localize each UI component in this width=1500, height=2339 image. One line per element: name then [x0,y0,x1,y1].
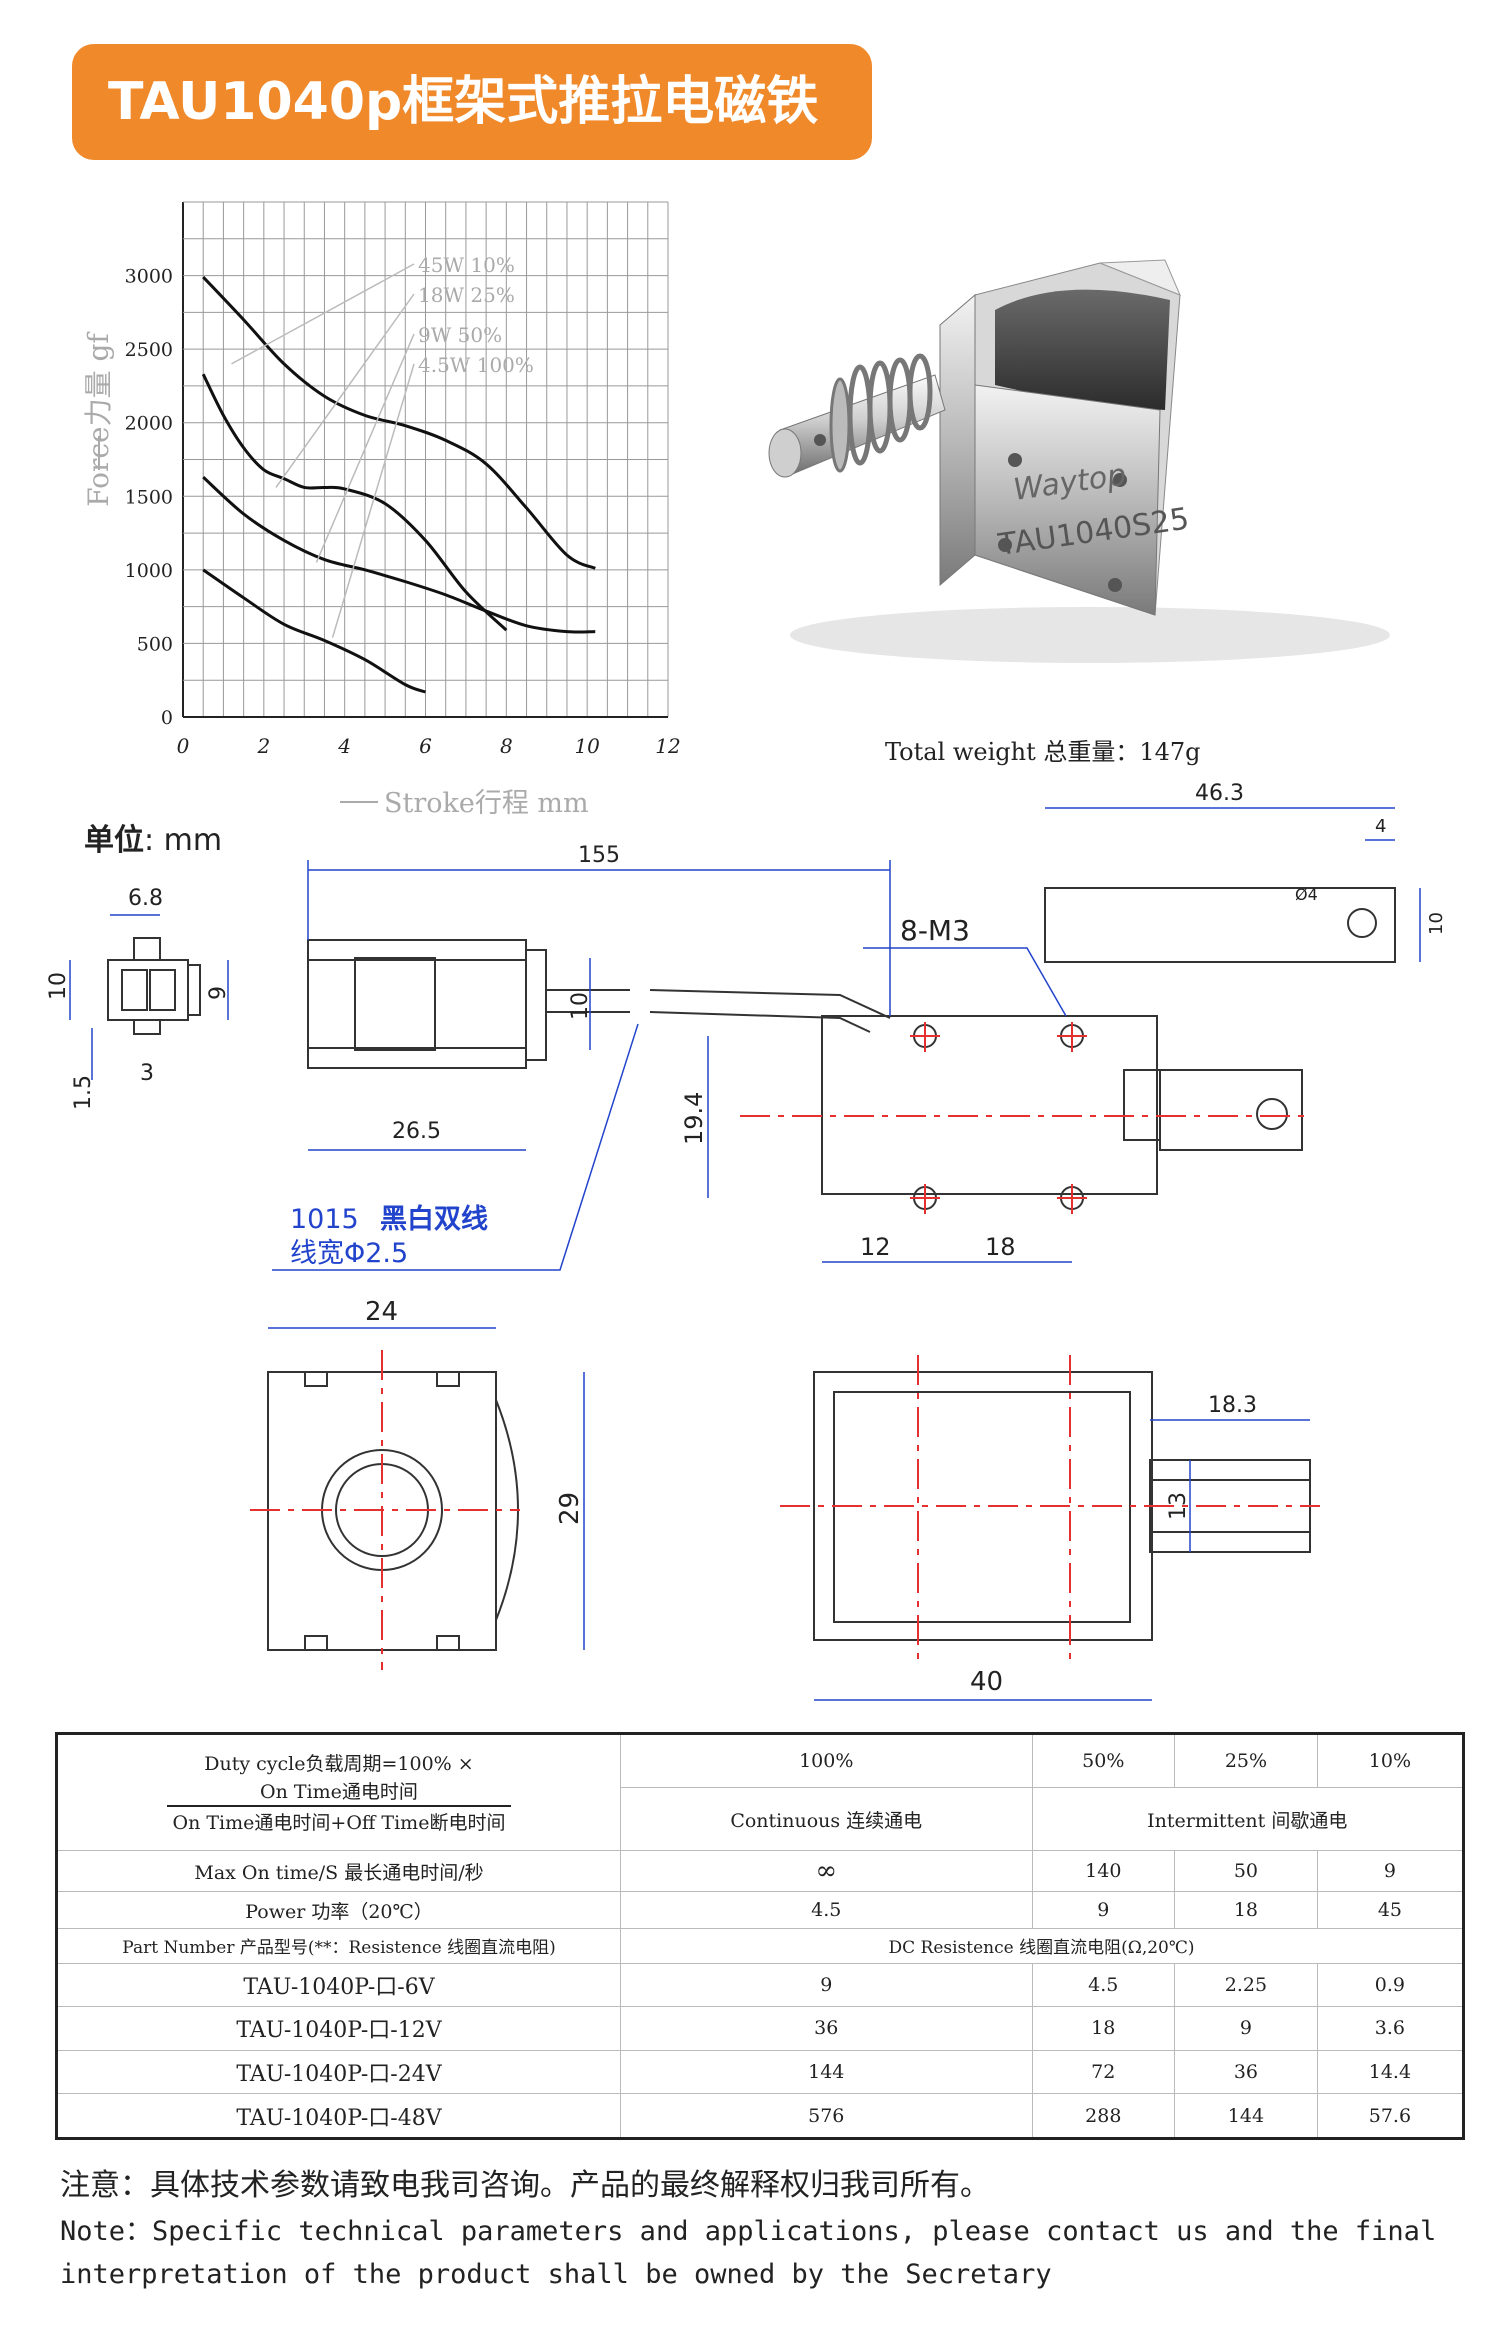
legend-leader [275,293,415,488]
legend-entry: 9W 50% [418,323,502,347]
legend-entry: 45W 10% [418,253,515,277]
chart-series [201,276,596,694]
x-tick-label: 12 [655,734,680,758]
table-row: Part Number 产品型号(**：Resistence 线圈直流电阻) D… [56,1928,1464,1964]
total-weight: Total weight 总重量：147g [885,738,1201,766]
series-line [202,476,596,634]
y-tick-label: 2500 [125,339,173,361]
dim-4: 4 [1375,816,1386,837]
plunger-tip [1044,887,1396,963]
y-tick-label: 500 [137,633,173,655]
note-chinese: 注意：具体技术参数请致电我司咨询。产品的最终解释权归我司所有。 [60,2168,990,2203]
y-tick-label: 3000 [125,266,173,288]
dim-phi4: Ø4 [1295,885,1318,904]
dim-19-4: 19.4 [680,1092,708,1145]
x-tick-label: 0 [177,734,190,758]
dim-24: 24 [365,1297,398,1327]
x-tick-label: 4 [337,734,351,758]
y-tick-label: 2000 [125,413,173,435]
dim-10-left: 10 [46,972,71,1000]
dim-29: 29 [555,1492,585,1525]
dim-8-m3: 8-M3 [900,914,970,947]
dim-1-5: 1.5 [71,1075,96,1110]
y-tick-label: 1000 [125,560,173,582]
dimension-drawing: 155 6.8 10 9 3 1.5 26.5 10 8-M3 19.4 12 … [46,781,1447,1701]
dim-155: 155 [578,843,620,868]
dim-3: 3 [140,1061,154,1086]
legend-leader [231,263,415,365]
series-line [202,276,596,570]
x-tick-label: 8 [500,734,513,758]
chart-grid [182,201,669,718]
series-line [202,568,427,694]
dim-13: 13 [1166,1492,1191,1520]
x-tick-label: 2 [256,734,270,758]
page-title: TAU1040p框架式推拉电磁铁 [72,44,872,160]
x-tick-label: 6 [419,734,432,758]
chart-ylabel: Force力量 gf [82,331,115,507]
wire-spec: 1015 [290,1204,359,1235]
dim-10-right: 10 [1426,912,1447,935]
series-line [201,373,508,632]
y-tick-label: 1500 [125,486,173,508]
dim-26-5: 26.5 [392,1119,441,1144]
note-english: Note：Specific technical parameters and a… [60,2216,1437,2290]
dim-18-3: 18.3 [1208,1393,1257,1418]
solenoid-photo: Waytop TAU1040S25 [768,259,1390,663]
wire-width: 线宽Φ2.5 [290,1238,408,1269]
wire-color: 黑白双线 [380,1203,488,1235]
solenoid-side [821,1015,1158,1195]
dim-6-8: 6.8 [128,886,163,911]
dim-18: 18 [985,1233,1016,1261]
dim-9: 9 [206,986,231,1000]
force-stroke-chart: 0 2 4 6 8 10 12 0 500 1000 1500 2000 2500 3000 45W 10… [82,201,681,819]
unit-label: 单位: mm [84,823,223,858]
legend-leader [331,363,415,638]
legend-entry: 18W 25% [418,283,515,307]
y-tick-label: 0 [161,707,173,729]
dim-10-mid: 10 [568,992,593,1020]
chart-ticks: 0 2 4 6 8 10 12 0 500 1000 1500 2000 2500 3000 [125,266,681,758]
legend-entry: 4.5W 100% [418,353,534,377]
dim-46-3: 46.3 [1195,781,1244,806]
dim-40: 40 [970,1667,1003,1697]
dim-12: 12 [860,1233,891,1261]
chart-legend: 45W 10% 18W 25% 9W 50% 4.5W 100% [231,253,534,638]
legend-leader [315,333,415,563]
chart-xlabel: Stroke行程 mm [384,788,589,819]
x-tick-label: 10 [574,734,600,758]
